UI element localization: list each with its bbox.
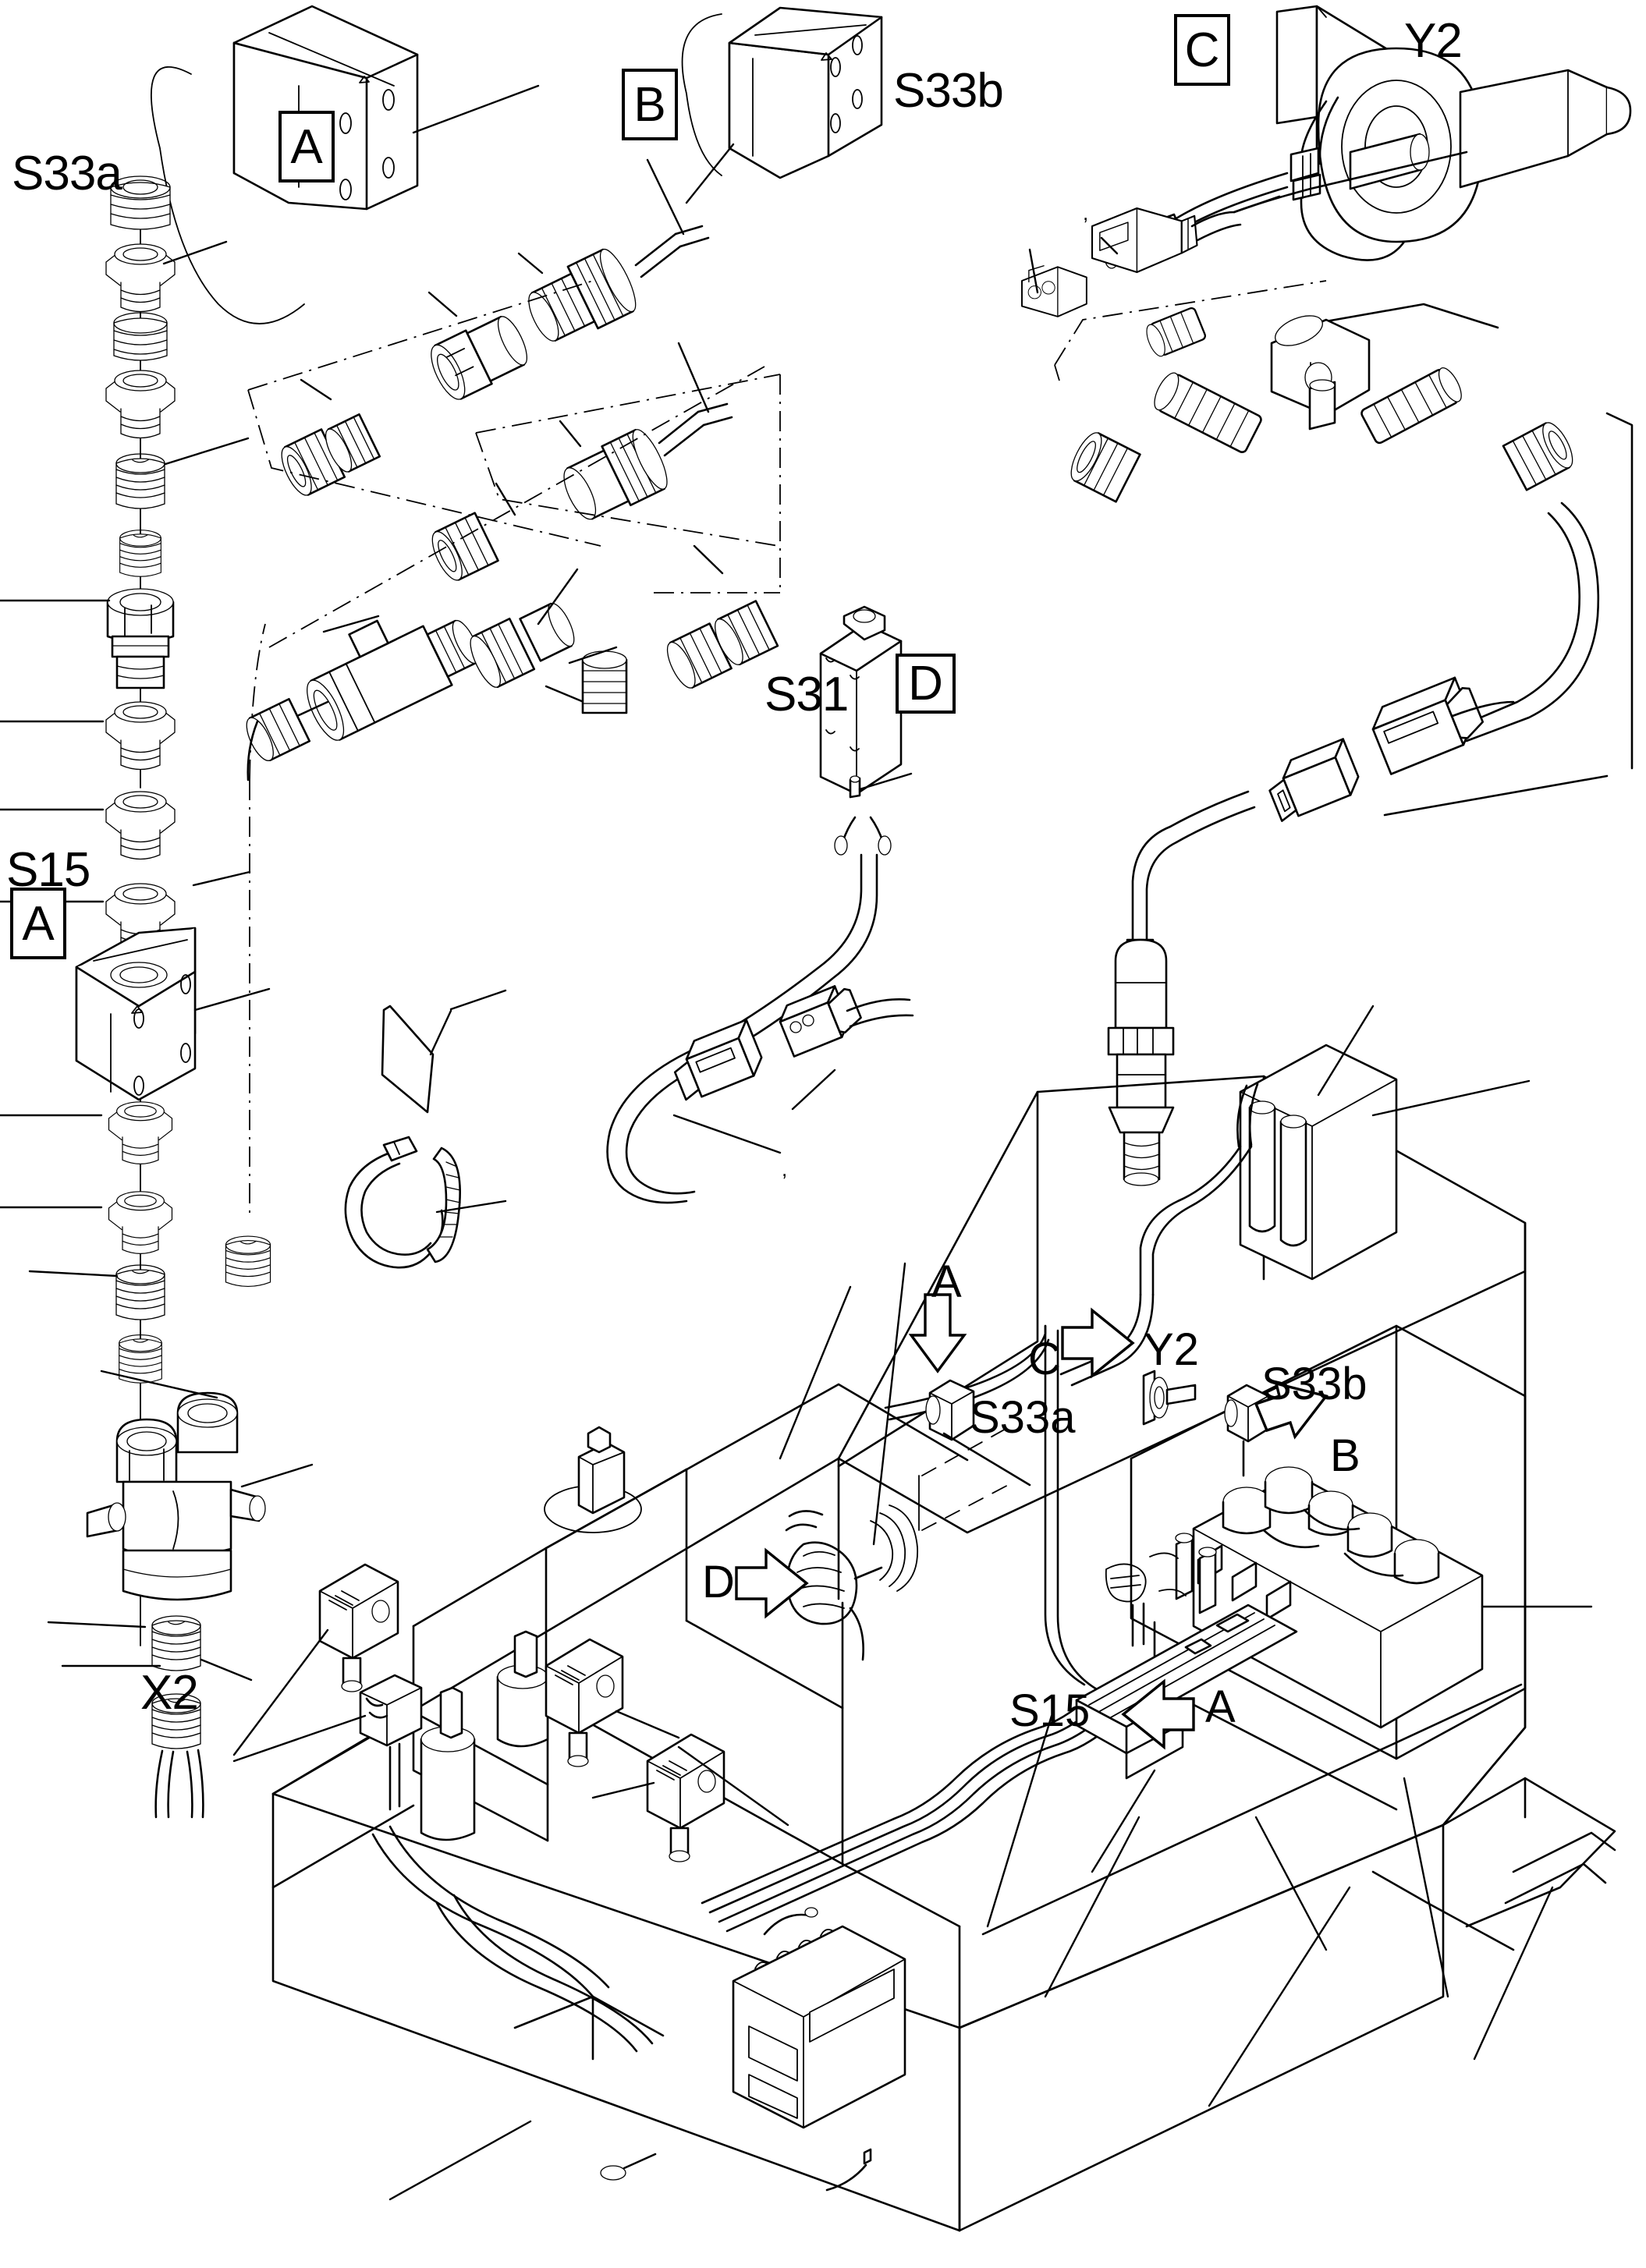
machine-cable-bracket (1075, 1604, 1298, 1873)
machine-relay-box (232, 1674, 423, 1811)
machine-filter-block (1236, 1044, 1398, 1281)
machine-label-a-left: A (1205, 1682, 1236, 1732)
machine-label-a-down: A (931, 1256, 962, 1307)
machine-label-c-right: C (1028, 1334, 1061, 1384)
x2-exploded-stack (0, 623, 314, 1819)
machine-body-outline (271, 1075, 1527, 2232)
s15-sensor-illustration (75, 870, 271, 1101)
y-connector-body (86, 1391, 266, 1601)
exploded-gland-sets-center (247, 158, 781, 689)
callout-box-a-s15: A (10, 888, 66, 959)
tee-fitting-assembly-right (1054, 280, 1634, 817)
id-tag-and-cable-tie (344, 989, 507, 1269)
s33b-sensor-illustration (681, 6, 883, 204)
machine-label-s33a: S33a (970, 1392, 1076, 1443)
machine-sensor-2 (545, 1638, 680, 1767)
label-x2: X2 (140, 1666, 199, 1720)
center-manifold-body (246, 568, 628, 781)
s31-harness-cable: , (606, 816, 914, 1204)
machine-sensor-1 (232, 1563, 399, 1756)
label-s31: S31 (764, 668, 849, 721)
label-s33b: S33b (893, 64, 1004, 118)
callout-box-d-mid: D (896, 654, 956, 714)
machine-label-d: D (702, 1557, 735, 1607)
s33a-sensor-illustration (151, 5, 540, 324)
machine-label-s33b: S33b (1261, 1359, 1368, 1409)
svg-text:,: , (1083, 201, 1088, 225)
machine-internal-components (232, 1005, 1616, 2201)
callout-box-a-top: A (278, 111, 335, 183)
machine-sensor-3 (591, 1733, 725, 1862)
label-y2: Y2 (1404, 14, 1463, 68)
callout-box-b-top: B (622, 69, 678, 140)
deck-actuator-y2 (1142, 1370, 1197, 1426)
machine-wiring-cluster (1105, 1552, 1187, 1647)
machine-label-b: B (1330, 1430, 1360, 1481)
s33a-exploded-stack (0, 175, 250, 952)
machine-label-y2: Y2 (1144, 1324, 1199, 1375)
label-s33a: S33a (12, 147, 122, 200)
svg-text:,: , (782, 1157, 787, 1181)
inline-connector-block-right (1131, 676, 1515, 941)
machine-label-s15: S15 (1009, 1685, 1091, 1736)
label-s15: S15 (6, 843, 90, 897)
pressure-sensor-body-right (1107, 938, 1175, 1186)
machine-d-wiring (785, 1423, 1015, 1661)
machine-valve-bank (1175, 1466, 1593, 1729)
callout-box-c-top: C (1174, 14, 1230, 86)
connector-pair-upper: , (1021, 151, 1468, 317)
